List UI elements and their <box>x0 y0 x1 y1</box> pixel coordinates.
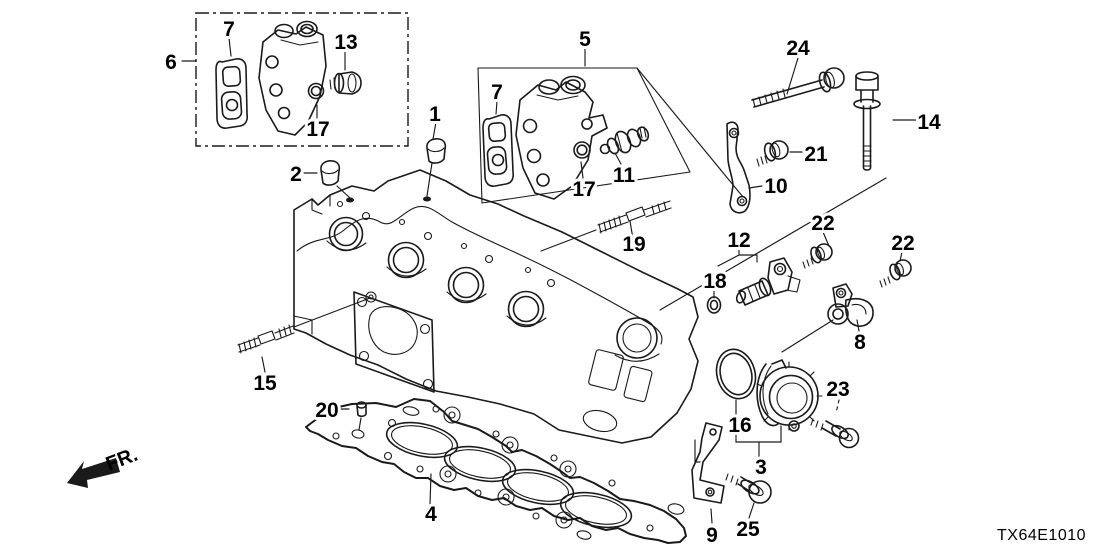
vtc-gasket-upper <box>215 58 249 129</box>
fr-direction-indicator: FR. <box>67 444 141 488</box>
callout-17: 17 <box>306 118 329 141</box>
callout-1: 1 <box>429 103 441 126</box>
cam-bore <box>616 317 658 359</box>
callout-11: 11 <box>613 164 636 187</box>
sealing-bolt-13 <box>329 71 362 95</box>
washer-bolt-21 <box>756 140 789 167</box>
callout-25: 25 <box>736 518 760 541</box>
callout-17: 17 <box>572 178 595 201</box>
callout-24: 24 <box>786 37 810 60</box>
dowel-pin-20 <box>356 401 367 417</box>
plug-tube-bore <box>387 241 425 279</box>
sensor-bolt-22-right <box>879 259 912 288</box>
callout-23: 23 <box>826 378 849 401</box>
group-box-6 <box>195 12 409 147</box>
callout-19: 19 <box>622 233 645 256</box>
plug-tube-seal-2 <box>320 160 341 186</box>
bore-opening <box>559 491 633 529</box>
o-ring-16 <box>715 348 757 400</box>
callout-2: 2 <box>290 163 302 186</box>
flange-bolt-24 <box>751 67 845 108</box>
callout-22: 22 <box>891 232 914 255</box>
callout-13: 13 <box>334 31 357 54</box>
diagram-code: TX64E1010 <box>997 527 1086 544</box>
vtc-solenoid-valve-upper <box>258 20 327 136</box>
sensor-bolt-22-left <box>802 243 833 269</box>
callout-6: 6 <box>165 51 177 74</box>
bolt-23 <box>810 418 860 449</box>
cylinder-head-bolt-14 <box>853 71 881 171</box>
callout-20: 20 <box>315 399 338 422</box>
callout-12: 12 <box>727 229 750 252</box>
fr-arrow-icon <box>67 458 120 488</box>
o-ring-17-upper <box>307 82 325 100</box>
callout-4: 4 <box>425 503 437 526</box>
vtc-solenoid-valve-lower <box>515 75 608 200</box>
mount-bracket-10 <box>726 121 751 214</box>
callout-16: 16 <box>728 414 751 437</box>
callout-15: 15 <box>253 372 277 395</box>
callout-7: 7 <box>223 18 235 41</box>
o-ring-17-lower <box>573 141 591 159</box>
callout-22: 22 <box>811 212 834 235</box>
callout-3: 3 <box>755 456 767 479</box>
fr-direction-label: FR. <box>103 444 141 476</box>
cover-gasket-rail <box>296 205 663 345</box>
vtc-gasket-lower <box>482 114 515 187</box>
plug-tube-seal-1 <box>426 138 447 164</box>
leader-lines <box>181 37 921 524</box>
callout-21: 21 <box>804 143 828 166</box>
callout-9: 9 <box>706 524 718 547</box>
callout-7: 7 <box>491 81 503 104</box>
plug-tube-bore <box>507 290 545 328</box>
water-outlet-3 <box>756 359 823 432</box>
head-gasket <box>305 398 687 544</box>
callout-5: 5 <box>579 28 591 51</box>
callout-layer: 1234567789101112131415161717181920212222… <box>162 15 944 550</box>
bolt-25 <box>725 473 772 504</box>
callout-8: 8 <box>854 331 866 354</box>
cylinder-head <box>293 169 699 444</box>
callout-10: 10 <box>764 175 787 198</box>
callout-18: 18 <box>703 270 727 293</box>
plug-tube-bore <box>447 266 485 304</box>
group-box-5 <box>477 67 691 204</box>
callout-14: 14 <box>917 111 941 134</box>
o-ring-18 <box>706 296 722 314</box>
stud-bolt-19 <box>597 200 672 234</box>
oil-pressure-switch-11 <box>599 126 650 155</box>
bracket-9 <box>691 422 725 504</box>
stud-bolt-15 <box>237 324 295 354</box>
sensor-8 <box>827 283 874 327</box>
intake-flange <box>353 291 435 393</box>
cam-position-sensor-12 <box>735 257 801 306</box>
